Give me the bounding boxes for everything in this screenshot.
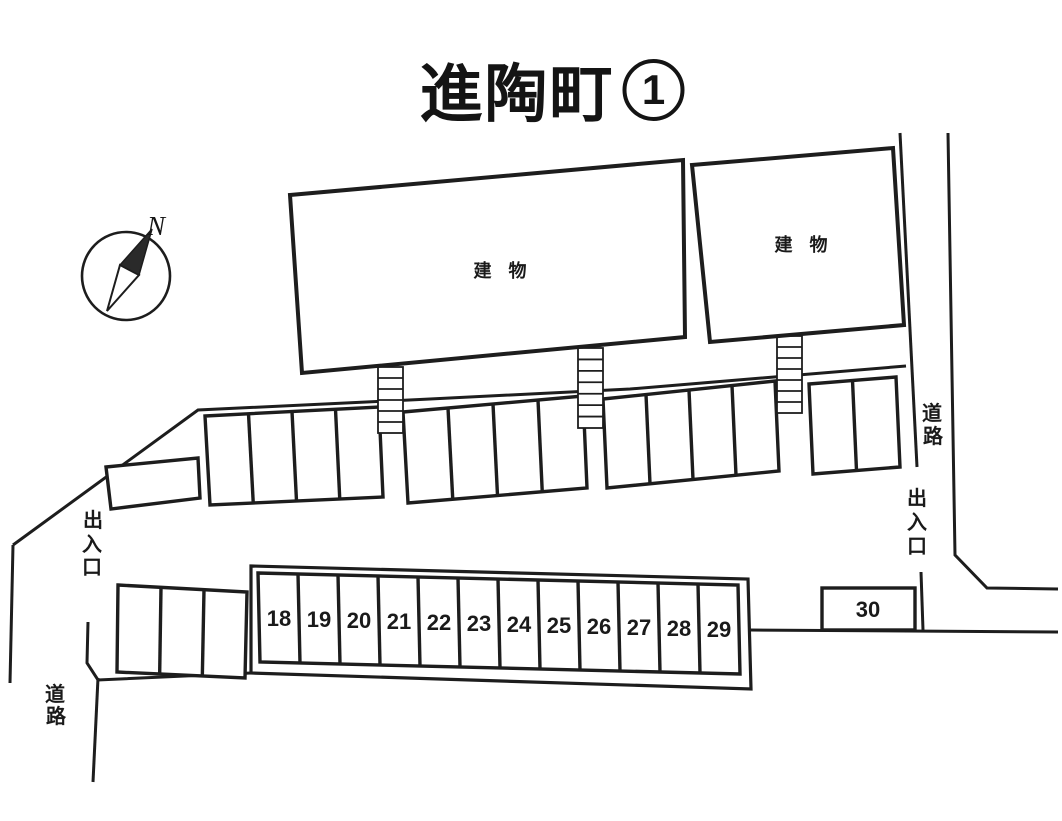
boundary-lower-left xyxy=(85,621,252,682)
boundary-right xyxy=(898,132,919,468)
space-number-30: 30 xyxy=(856,597,880,622)
compass-circle xyxy=(80,230,172,322)
space-divider xyxy=(536,579,542,670)
entrance-label-left: 出 入 口 xyxy=(82,509,103,579)
compass-north-label: N xyxy=(146,211,167,241)
space-divider xyxy=(616,581,622,672)
parking-space-30 xyxy=(820,586,917,632)
road-left-char-1: 道 xyxy=(45,682,65,706)
space-divider xyxy=(416,576,422,667)
entrance-right-char-2: 入 xyxy=(907,511,927,534)
road-label-right: 道 路 xyxy=(922,401,944,448)
space-number: 21 xyxy=(387,609,411,634)
steps xyxy=(577,347,604,429)
space-divider xyxy=(376,575,382,666)
road-right-char-1: 道 xyxy=(922,401,942,425)
space-number: 20 xyxy=(347,608,371,633)
steps xyxy=(776,335,803,414)
space-divider xyxy=(157,587,163,675)
space-divider xyxy=(496,578,502,669)
numbered-parking-row: 18 19 20 21 22 23 24 25 26 27 28 29 xyxy=(256,571,742,676)
space-divider xyxy=(576,580,582,671)
parking-groups xyxy=(104,375,902,680)
road-right-char-2: 路 xyxy=(923,424,944,448)
road-left-char-2: 路 xyxy=(46,704,67,728)
building-left xyxy=(287,157,688,376)
space-divider xyxy=(656,582,662,673)
compass-needle-tip xyxy=(118,228,153,277)
space-divider xyxy=(290,411,299,502)
parking-space-group xyxy=(104,456,202,511)
entrance-right-char-3: 口 xyxy=(907,536,927,558)
space-number: 19 xyxy=(307,607,331,632)
building-steps xyxy=(377,335,803,434)
building-right-label: 建 物 xyxy=(774,234,833,255)
space-number: 26 xyxy=(587,614,611,639)
space-divider xyxy=(644,394,652,484)
boundary-upper xyxy=(12,364,907,547)
space-number: 22 xyxy=(427,610,451,635)
space-divider xyxy=(296,573,302,664)
space-number: 24 xyxy=(507,612,532,637)
space-divider xyxy=(850,380,859,471)
space-divider xyxy=(336,574,342,665)
space-divider xyxy=(536,399,544,492)
space-divider xyxy=(333,409,342,500)
title-circled-number: 1 xyxy=(622,58,685,121)
space-number: 28 xyxy=(667,616,691,641)
numbered-row-fence xyxy=(249,564,753,691)
space-divider xyxy=(696,583,702,674)
space-number: 25 xyxy=(547,613,571,638)
space-divider xyxy=(687,389,695,480)
parking-space-group xyxy=(115,583,249,680)
gate-post-right xyxy=(919,571,925,631)
entrance-right-char-1: 出 xyxy=(907,487,927,510)
map-title: 進陶町 1 xyxy=(420,44,685,135)
title-number: 1 xyxy=(641,65,666,113)
boundary-left-drive xyxy=(91,677,100,783)
space-divider xyxy=(246,413,255,504)
space-number: 18 xyxy=(267,606,291,631)
entrance-label-right: 出 入 口 xyxy=(907,487,927,558)
compass: N xyxy=(80,211,172,322)
building-right xyxy=(689,145,907,345)
space-divider xyxy=(491,403,500,496)
space-number: 29 xyxy=(707,617,731,642)
space-divider xyxy=(446,407,455,500)
space-number: 27 xyxy=(627,615,651,640)
title-text: 進陶町 xyxy=(419,60,615,130)
road-edge-right xyxy=(946,132,1059,591)
road-label-left: 道 路 xyxy=(45,682,67,728)
space-divider xyxy=(456,577,462,668)
entrance-left-char-2: 入 xyxy=(82,533,102,556)
space-number: 23 xyxy=(467,611,491,636)
building-left-label: 建 物 xyxy=(473,260,532,281)
entrance-left-char-3: 口 xyxy=(82,557,102,579)
space-divider xyxy=(200,589,206,677)
space-divider xyxy=(730,385,738,476)
boundary-left xyxy=(8,544,15,684)
entrance-left-char-1: 出 xyxy=(83,509,103,532)
